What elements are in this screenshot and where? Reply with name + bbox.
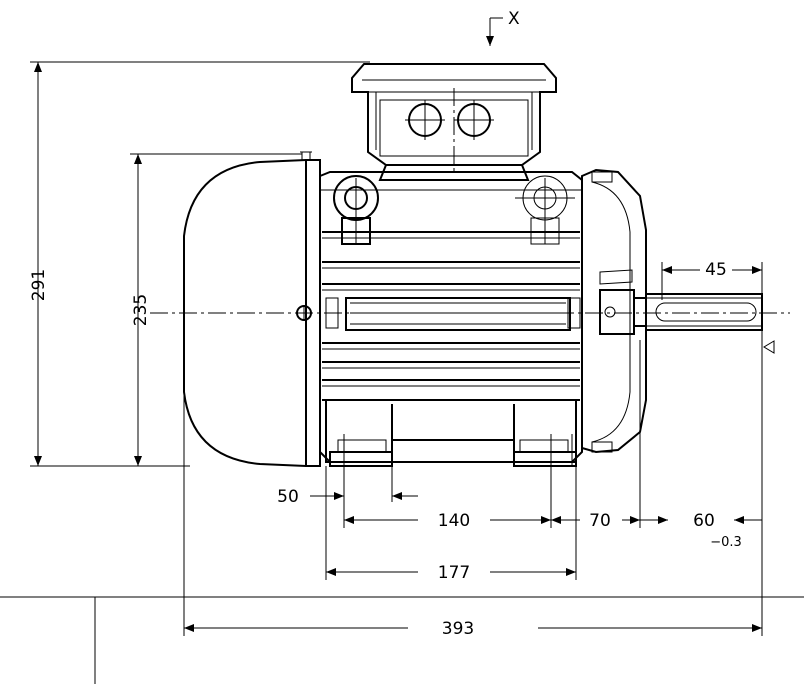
stator-housing (319, 171, 583, 463)
dim-393-label: 393 (442, 619, 474, 639)
dim-45-lines (661, 262, 763, 300)
dim-70-label: 70 (589, 511, 611, 531)
mounting-feet (322, 399, 580, 467)
dim-393-lines (183, 392, 763, 636)
datum-triangle-icon (763, 340, 775, 354)
section-marker-label: X (508, 9, 520, 29)
lifting-eye-left (333, 175, 379, 245)
section-marker (486, 17, 503, 46)
dim-60-lines (640, 330, 763, 528)
end-shield (581, 168, 647, 454)
dim-235-label: 235 (131, 294, 151, 326)
lifting-eye-right (515, 175, 575, 245)
dim-60-label: 60 (693, 511, 715, 531)
dim-50-label: 50 (277, 487, 299, 507)
fan-cover (183, 151, 321, 467)
terminal-box (351, 63, 557, 181)
dim-177-label: 177 (438, 563, 470, 583)
dim-140-label: 140 (438, 511, 470, 531)
dim-60-tolerance: −0.3 (710, 535, 742, 550)
base-lines (0, 596, 804, 684)
cooling-fins (322, 231, 581, 387)
dim-235-lines (130, 153, 302, 467)
dim-177-lines (325, 466, 577, 580)
dim-70-lines (551, 340, 641, 528)
dim-45-label: 45 (705, 260, 727, 280)
shaft (645, 293, 763, 331)
dim-291-label: 291 (29, 269, 49, 301)
center-lines (150, 88, 790, 314)
